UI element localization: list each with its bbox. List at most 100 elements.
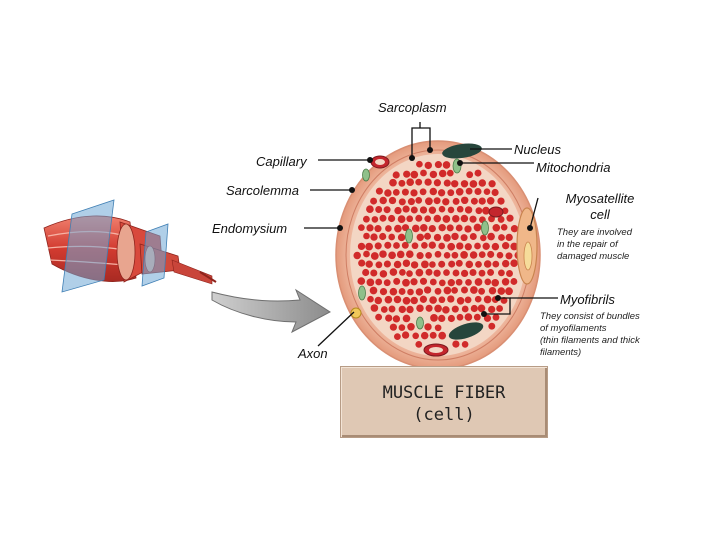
myofibril-dot	[429, 187, 438, 196]
myofibril-dot	[438, 169, 447, 178]
myofibril-dot	[497, 197, 505, 205]
myofibril-dot	[430, 314, 438, 322]
myofibril-dot	[402, 205, 410, 213]
label-myofibrils: Myofibrils	[560, 292, 615, 307]
myofibril-dot	[379, 270, 388, 278]
myofibril-dot	[424, 215, 432, 223]
myofibril-dot	[434, 250, 442, 258]
myofibril-dot	[460, 214, 469, 223]
myofibril-dot	[455, 259, 463, 267]
myofibril-dot	[397, 233, 406, 242]
myofibril-dot	[406, 270, 413, 277]
myofibril-dot	[421, 260, 429, 269]
myofibril-dot	[401, 331, 410, 339]
myofibril-dot	[484, 278, 492, 286]
myofibril-dot	[498, 234, 505, 241]
myofibril-dot	[496, 305, 504, 312]
myofibril-dot	[433, 197, 441, 205]
myofibril-dot	[353, 251, 361, 260]
myofibril-dot	[370, 269, 378, 277]
myofibril-dot	[428, 206, 437, 214]
label-sarcoplasm: Sarcoplasm	[378, 100, 447, 115]
label-endomysium: Endomysium	[212, 221, 288, 236]
myofibril-dot	[410, 296, 418, 305]
label-nucleus: Nucleus	[514, 142, 561, 157]
myofibril-dot	[425, 304, 433, 312]
label-sarcolemma: Sarcolemma	[226, 183, 299, 198]
myofibril-dot	[415, 214, 423, 222]
myofibril-dot	[500, 223, 508, 231]
myofibril-dot	[473, 223, 482, 232]
myofibril-dot	[398, 179, 406, 187]
myofibril-dot	[424, 161, 432, 170]
myofibril-dot	[358, 224, 365, 231]
myofibril-dot	[497, 269, 505, 277]
myofibril-dot	[474, 278, 483, 286]
myofibril-dot	[442, 198, 450, 206]
myofibril-dot	[396, 250, 405, 259]
label-myosatellite-line2: cell	[590, 207, 610, 222]
myofibril-dot	[455, 278, 463, 286]
myofibril-dot	[443, 179, 451, 187]
myofibril-dot	[438, 205, 446, 213]
myofibril-dot	[464, 225, 472, 233]
muscle-bundle-illustration	[43, 199, 217, 293]
myofibril-dot	[363, 215, 370, 223]
myofibril-dot	[492, 260, 500, 268]
myofibril-dot	[399, 269, 406, 276]
myofibril-dot	[424, 178, 432, 186]
myofibril-dot	[505, 287, 513, 296]
myofibril-dot	[410, 170, 419, 179]
myofibril-dot	[405, 250, 414, 259]
myofibril-dot	[510, 225, 519, 233]
myofibril-dot	[460, 180, 469, 188]
myofibril-dot	[480, 234, 487, 242]
myofibril-dot	[438, 296, 446, 304]
myofibril-dot	[416, 160, 423, 168]
myofibril-dot	[363, 232, 370, 240]
myofibril-dot	[506, 270, 513, 277]
myofibril-dot	[447, 295, 455, 303]
myofibril-dot	[492, 313, 500, 321]
myofibril-dot	[389, 178, 397, 187]
myofibril-dot	[384, 241, 392, 249]
myofibril-dot	[411, 242, 419, 250]
leader-lines	[304, 122, 558, 347]
myofibril-dot	[434, 161, 442, 169]
myofibril-dot	[483, 314, 492, 322]
myofibril-dot	[483, 188, 491, 196]
note-line: of myofilaments	[540, 323, 607, 334]
myofibril-dot	[496, 251, 504, 259]
capillary	[370, 155, 504, 357]
myofibril-dot	[474, 242, 481, 250]
myofibril-dot	[393, 277, 401, 285]
myofibril-dot	[357, 277, 366, 285]
myofibril-dot	[470, 304, 478, 313]
myofibril-dot	[438, 260, 446, 268]
myofibril-dot	[379, 287, 388, 296]
myofibril-dot	[438, 314, 446, 323]
myofibril-dot	[456, 297, 465, 305]
myofibril-dot	[388, 233, 396, 241]
myofibril-dot	[394, 206, 402, 215]
myofibril-dot	[424, 323, 432, 331]
myofibril-dot	[443, 234, 451, 242]
myofibril-dot	[433, 269, 441, 277]
myofibril-dot	[429, 170, 438, 179]
myofibril-dot	[470, 197, 478, 205]
myofibril-dot	[451, 251, 459, 259]
myofibril-dot	[370, 197, 378, 205]
myofibril-dot	[429, 296, 437, 304]
myofibril-dot	[402, 259, 411, 267]
myofibril-dot	[452, 340, 460, 348]
myofibril-dot	[443, 252, 451, 259]
myofibril-dot	[464, 206, 473, 214]
myofibril-dot	[510, 242, 519, 251]
myofibril-dot	[402, 278, 410, 287]
myofibril-dot	[451, 287, 458, 294]
myofibril-dot	[474, 295, 482, 303]
myofibril-dot	[434, 324, 442, 332]
myofibril-dot	[393, 295, 402, 304]
myofibril-dot	[460, 234, 468, 242]
myofibril-dot	[375, 278, 383, 286]
